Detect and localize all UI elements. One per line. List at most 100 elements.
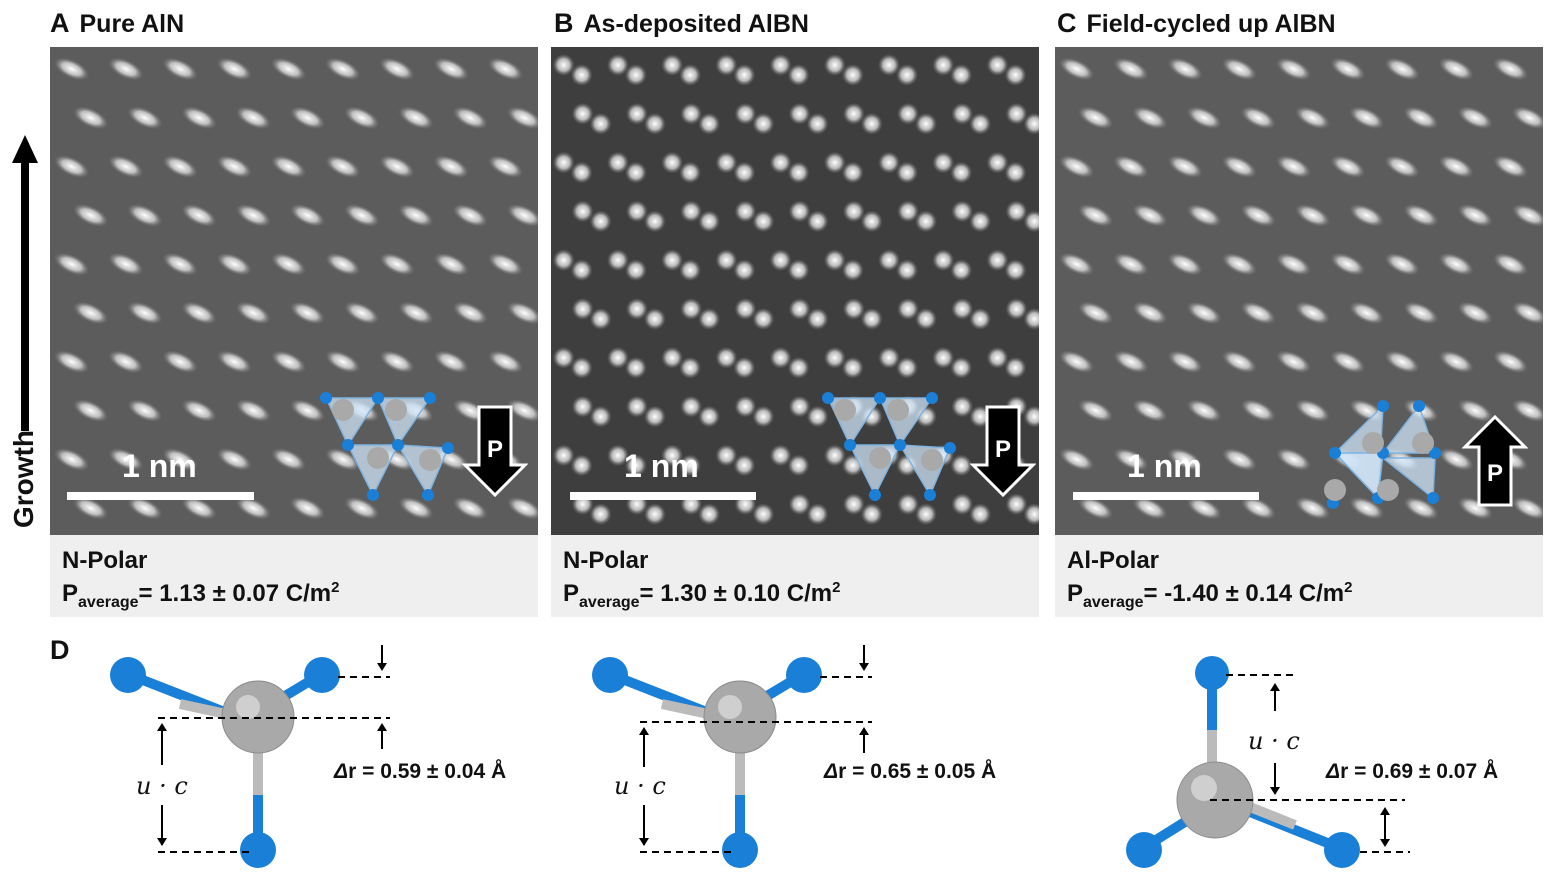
lattice-atom <box>162 155 198 179</box>
lattice-atom <box>1240 496 1276 520</box>
lattice-atom <box>950 259 973 282</box>
lattice-atom <box>1113 57 1149 81</box>
lattice-atom <box>752 307 775 330</box>
lattice-atom <box>1059 57 1095 81</box>
lattice-atom <box>698 112 721 135</box>
lattice-atom <box>806 210 829 233</box>
lattice-atom <box>1457 106 1493 130</box>
lattice-atom <box>1078 106 1114 130</box>
lattice-atom <box>897 102 919 125</box>
n-atom <box>1329 447 1341 459</box>
lattice-atom <box>73 203 109 227</box>
lattice-atom <box>769 444 792 467</box>
lattice-atom <box>896 161 919 184</box>
lattice-atom <box>969 307 992 330</box>
lattice-atom <box>1240 106 1276 130</box>
uc-label: u · c <box>136 772 188 800</box>
lattice-atom <box>1492 350 1529 374</box>
bond-model-d3 <box>1126 656 1410 868</box>
lattice-atom <box>1004 161 1027 184</box>
lattice-atom <box>661 444 684 467</box>
lattice-atom <box>624 259 647 282</box>
lattice-atom <box>606 249 629 272</box>
lattice-atom <box>506 496 538 520</box>
lattice-atom <box>896 356 919 379</box>
lattice-atom <box>1167 155 1203 179</box>
lattice-atom <box>1511 399 1543 423</box>
lattice-atom <box>680 200 703 223</box>
growth-label: Growth <box>8 430 39 528</box>
lattice-atom <box>487 57 524 81</box>
lattice-atom <box>1004 63 1027 86</box>
lattice-atom <box>950 161 973 184</box>
lattice-atom <box>270 252 307 276</box>
lattice-atom <box>289 399 326 423</box>
lattice-atom <box>552 444 575 467</box>
lattice-atom <box>487 155 524 179</box>
lattice-atom <box>1403 106 1439 130</box>
n-atom <box>926 392 938 404</box>
lattice-atom <box>734 297 757 320</box>
lattice-atom <box>787 454 810 477</box>
lattice-atom <box>733 454 756 477</box>
lattice-atom <box>969 210 992 233</box>
lattice-atom <box>379 155 415 179</box>
lattice-atom <box>1186 301 1222 325</box>
lattice-atom <box>915 210 937 233</box>
lattice-atom <box>896 63 919 86</box>
lattice-atom <box>643 112 666 135</box>
lattice-atom <box>1457 399 1493 423</box>
lattice-atom <box>625 395 648 418</box>
lattice-atom <box>1078 496 1114 520</box>
lattice-atom <box>788 493 811 516</box>
lattice-atom <box>915 503 937 526</box>
lattice-atom <box>680 395 703 418</box>
lattice-atom <box>433 350 469 374</box>
n-atom <box>874 392 886 404</box>
lattice-atom <box>181 399 217 423</box>
lattice-atom <box>289 203 326 227</box>
scale-label: 1 nm <box>1127 448 1202 484</box>
lattice-atom <box>788 102 811 125</box>
lattice-atom <box>235 106 271 130</box>
lattice-atom <box>733 63 756 86</box>
n-atom <box>342 439 354 451</box>
lattice-atom <box>1384 57 1420 81</box>
tetrahedron <box>1333 452 1384 500</box>
lattice-atom <box>1511 106 1543 130</box>
lattice-atom <box>127 301 163 325</box>
lattice-atom <box>270 155 307 179</box>
lattice-atom <box>1167 252 1203 276</box>
lattice-atom <box>1294 106 1331 130</box>
lattice-atom <box>289 496 326 520</box>
delta-r-label: Δr = 0.59 ± 0.04 Å <box>334 760 507 783</box>
panel-letter: A <box>50 8 70 38</box>
lattice-atom <box>806 307 829 330</box>
lattice-atom <box>506 106 538 130</box>
lattice-atom <box>1438 447 1474 471</box>
lattice-atom <box>589 210 612 233</box>
lattice-atom <box>398 301 434 325</box>
lattice-atom <box>1330 350 1366 374</box>
lattice-atom <box>733 161 756 184</box>
lattice-atom <box>915 112 937 135</box>
delta-r-label: Δr = 0.65 ± 0.05 Å <box>824 760 997 783</box>
lattice-atom <box>606 444 629 467</box>
lattice-atom <box>1167 447 1203 471</box>
lattice-atom <box>1240 399 1276 423</box>
lattice-atom <box>1275 155 1312 179</box>
lattice-atom <box>452 496 488 520</box>
polarization-value: Paverage= -1.40 ± 0.14 C/m2 <box>1067 579 1353 611</box>
lattice-atom <box>625 200 648 223</box>
lattice-atom <box>1384 252 1420 276</box>
lattice-atom <box>589 307 612 330</box>
lattice-atom <box>951 493 974 516</box>
lattice-atom <box>1384 350 1420 374</box>
polarization-up-arrow: P <box>1461 414 1529 507</box>
n-atom <box>1413 400 1425 412</box>
lattice-atom <box>552 53 575 76</box>
lattice-atom <box>162 350 198 374</box>
lattice-atom <box>769 346 792 369</box>
lattice-atom <box>54 252 90 276</box>
